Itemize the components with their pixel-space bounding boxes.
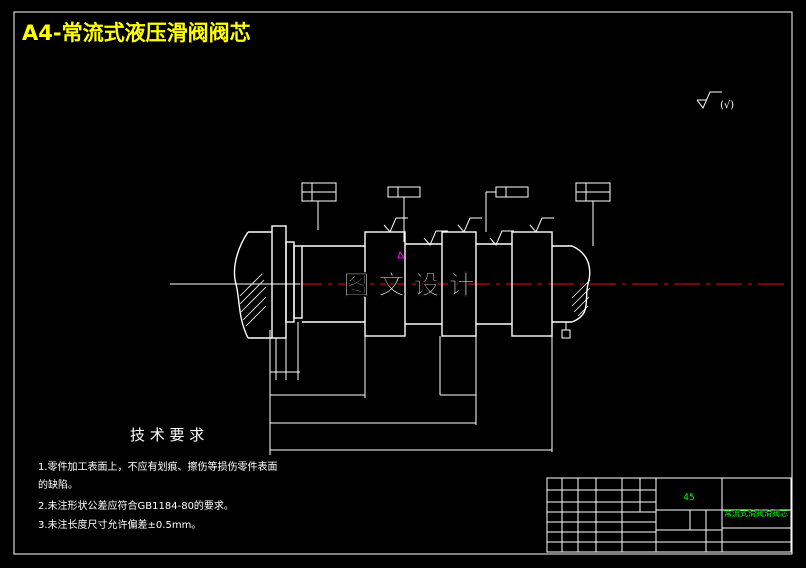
tech-req-line-2: 的缺陷。 [38,478,78,491]
tech-req-heading: 技 术 要 求 [130,426,204,444]
valve-spool [233,225,591,339]
roughness-note: (√) [720,100,734,111]
dimension-lines [269,322,571,455]
tech-req-line-3: 2.未注形状公差应符合GB1184-80的要求。 [38,499,234,512]
roughness-symbol-icon [696,91,722,109]
drawing-title: A4-常流式液压滑阀阀芯 [22,21,251,45]
tech-req-line-4: 3.未注长度尺寸允许偏差±0.5mm。 [38,518,201,531]
drawing-name: 常流式滑阀滑阀芯 [724,508,788,518]
drawing-border [13,11,793,555]
watermark: 图 文 设 计 [343,270,474,301]
marker-icon [397,250,405,259]
tech-req-line-1: 1.零件加工表面上，不应有划痕、擦伤等损伤零件表面 [38,460,278,473]
section-hatch [239,273,591,327]
tolerance-frames [301,182,611,246]
title-block [546,477,792,553]
material-label: 45 [683,493,694,503]
